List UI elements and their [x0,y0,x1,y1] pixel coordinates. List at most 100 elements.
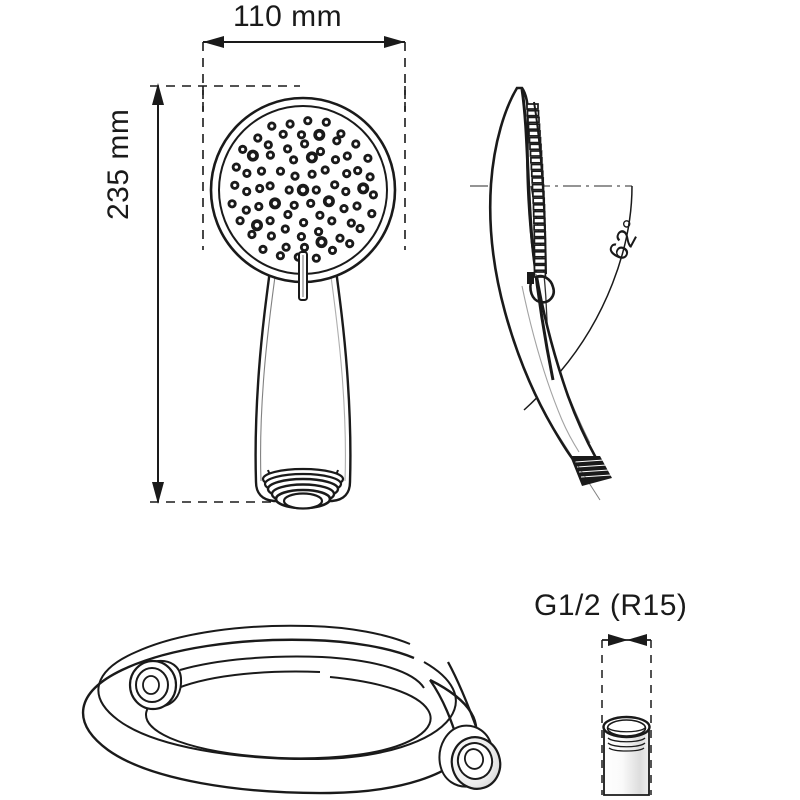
spray-nozzle [246,149,259,162]
spray-nozzle [311,185,321,195]
hose-inner-edge-lower [145,670,432,760]
thread-view [601,634,652,796]
connector-right-bore [463,748,485,770]
spray-nozzle [367,209,377,219]
spray-nozzle [251,219,263,232]
side-nozzle-cell [529,143,542,151]
spray-nozzle [341,186,351,197]
side-hook-base [527,272,534,284]
side-nozzle-cell [527,116,540,124]
handle-thread-end [261,467,345,510]
side-nozzle-cell [533,224,546,231]
spray-nozzle [345,239,355,249]
side-thread-axis [554,429,601,501]
arrow-down-icon [152,482,164,504]
side-nozzle-cell [526,109,540,117]
spray-nozzle [285,119,295,129]
spray-nozzle [330,180,340,190]
hose-tail-inner [446,661,480,733]
spray-nozzle [278,129,288,139]
side-thread-end [554,429,612,501]
side-nozzle-cell [533,230,547,238]
spray-nozzle [300,139,310,149]
side-nozzle-cell [527,123,541,131]
spray-nozzle [315,146,326,157]
spray-nozzle [307,169,317,179]
side-nozzle-spine [533,101,547,275]
dimension-label-thread: G1/2 (R15) [534,589,688,622]
spray-nozzle [265,216,275,226]
side-view [470,86,633,501]
nozzle-field [227,116,378,263]
spray-nozzle [255,183,265,194]
spray-nozzle [267,121,277,131]
side-nozzle-cell [533,250,547,258]
hose-view [81,624,502,795]
spray-nozzle [266,231,276,241]
side-nozzle-cell [526,103,539,110]
spray-nozzle [330,155,341,165]
handle-body [254,253,352,503]
side-nozzle-cell [533,264,547,272]
spray-nozzle [342,151,352,161]
side-handle-inner-line [535,273,591,444]
spray-face-edge [520,88,555,381]
spray-nozzle [283,144,293,154]
spray-nozzle [335,233,345,243]
spray-nozzle [265,150,275,160]
spray-nozzle [352,201,362,211]
spray-nozzle [284,185,294,195]
thread-bore-rim [606,719,647,737]
spray-nozzle [303,116,313,126]
spray-nozzle [275,166,286,176]
spray-nozzle [311,253,321,263]
spray-nozzle [321,117,331,127]
spray-nozzle [265,181,275,191]
arrow-right-icon [384,36,405,48]
spray-nozzle [346,218,356,228]
spray-nozzle [296,183,310,197]
hose-connector-right [438,724,502,790]
arrow-up-icon [152,83,164,105]
handle-highlight-right [328,261,346,482]
spray-nozzle [353,166,363,176]
thread-bore [282,492,324,510]
spray-nozzle [342,169,352,179]
spray-nozzle [327,245,338,255]
dimension-label-width: 110 mm [233,0,343,33]
side-nozzle-cell [533,237,547,245]
spray-nozzle [313,128,326,141]
spray-nozzle [320,165,330,175]
spray-nozzle [322,195,335,208]
spray-nozzle [280,224,290,234]
side-hook-detail [529,274,555,304]
spray-nozzle [269,197,281,210]
spray-nozzle [231,162,241,172]
spray-nozzle [336,129,346,139]
spray-nozzle [254,201,264,212]
spray-nozzle [258,244,268,254]
spray-nozzle [365,172,375,182]
side-nozzle-cell [533,257,547,265]
side-nozzle-cell [532,210,546,218]
side-handle-inner-line-2 [521,285,580,453]
spray-nozzle [242,186,252,197]
spray-nozzle [275,251,285,261]
spray-nozzle [281,242,291,252]
hose-outer-edge-upper [97,624,457,761]
spray-nozzle [289,155,299,165]
spray-nozzle [315,210,325,220]
spray-nozzle [283,209,293,220]
internal-thread-lines [607,727,646,752]
thread-arrow-right-icon [627,634,647,646]
spray-nozzle [363,153,373,163]
thread-arrow-left-icon [608,634,628,646]
spray-nozzle [296,232,306,242]
spray-nozzle [227,199,237,209]
dimension-width [202,36,406,112]
spray-nozzle [241,205,251,215]
spray-nozzle [357,182,370,195]
spray-nozzle [305,151,318,164]
side-nozzle-cell [533,244,547,251]
